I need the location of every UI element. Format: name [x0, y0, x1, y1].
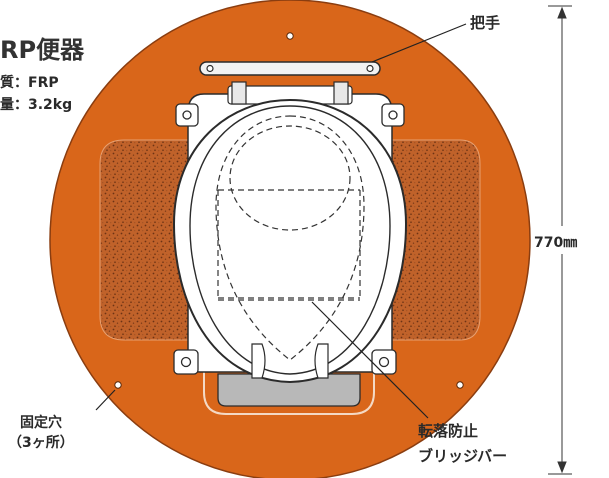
dimension-label: 770㎜: [534, 235, 578, 251]
fixing-holes: [114, 32, 464, 389]
bridge-bar-label-line1: 転落防止: [418, 422, 479, 440]
handle-bar: [199, 61, 381, 76]
bridge-bar-plate: [217, 373, 361, 407]
material-spec: 質：FRP: [0, 75, 59, 91]
bowl-opening-dashed: [229, 125, 351, 231]
handle-leader: [371, 23, 467, 63]
holes-leader: [95, 389, 116, 411]
bridge-bar-dashed: [217, 189, 361, 301]
dimension-line: [548, 5, 572, 475]
bridge-bar-label-line2: ブリッジバー: [418, 447, 508, 465]
screw-lugs: [173, 103, 405, 375]
handle-label: 把手: [470, 14, 501, 32]
fixing-holes-label: 固定穴: [20, 415, 62, 431]
leader-lines: [95, 23, 467, 419]
bridge-bar-frame: [203, 370, 375, 415]
weight-spec: 量：3.2kg: [0, 97, 73, 113]
fixing-holes-count-label: （3ヶ所）: [8, 435, 74, 451]
toilet-lid: [189, 105, 391, 375]
product-title: RP便器: [0, 36, 85, 64]
seat-front-lugs: [251, 343, 329, 379]
bridge-leader: [311, 301, 429, 419]
